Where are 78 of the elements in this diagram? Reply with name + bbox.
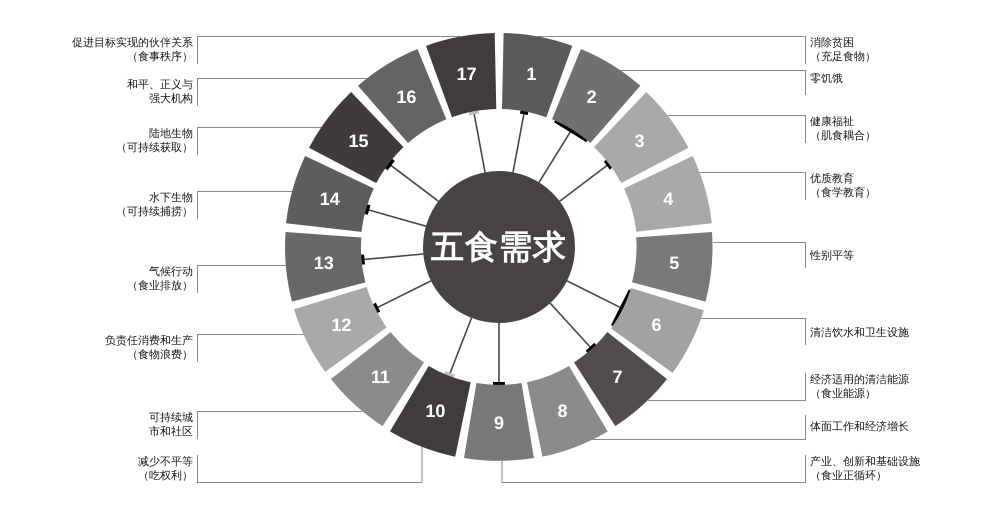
label-bracket [805,242,854,268]
leader-line [198,127,322,128]
goal-number: 3 [634,132,644,150]
goal-note: （食业能源） [810,387,877,401]
leader-line [198,334,304,335]
goal-number: 9 [494,414,504,432]
label-bracket [805,415,909,440]
goal-name: 负责任消费和生产 [105,334,193,348]
goal-number: 4 [663,190,674,208]
goal-number: 1 [526,65,536,83]
spoke-line [443,318,472,380]
goal-name: 性别平等 [810,249,854,263]
goal-name: 气候行动 [148,265,193,279]
goal-number: 13 [314,254,334,272]
goal-name: 产业、创新和基础设施 [810,455,920,469]
goal-number: 2 [586,88,597,106]
goal-number: 15 [348,132,369,150]
goal-note: （食学教育） [810,186,876,200]
goal-number: 14 [320,190,340,208]
leader-line [667,115,806,116]
label-bracket [138,455,198,483]
goal-name: 陆地生物 [148,127,193,141]
leader-line [700,318,806,319]
spoke-line [550,302,598,356]
label-bracket [805,318,909,345]
goal-name: 经济适用的清洁能源 [810,373,909,387]
goal-name: 优质教育 [810,172,854,186]
leader-line [712,242,806,243]
goal-number: 7 [612,368,623,386]
leader-line [198,411,363,412]
goal-number: 17 [456,64,477,83]
goal-name: 体面工作和经济增长 [810,420,909,434]
leader-line [699,172,806,173]
leader-line [648,400,806,401]
leader-line [537,36,806,37]
goal-note: （食业排放） [127,279,193,293]
hub-circle: 五食需求 [423,171,575,323]
leader-line [198,446,422,483]
leader-line [592,439,806,440]
spoke-line [370,280,432,314]
goal-name: 减少不平等 [138,455,193,469]
goal-number: 11 [370,368,390,386]
goal-note: （可持续捕捞） [116,205,193,219]
goal-name: 水下生物 [148,191,193,205]
goal-note: （充足食物） [810,50,876,64]
goal-number: 10 [425,402,446,420]
goal-note: （食事秩序） [126,50,193,64]
goal-name: 健康福祉 [810,115,855,129]
goal-note: （可持续获取） [116,141,193,155]
spoke-line [358,253,424,265]
label-bracket [805,455,920,483]
goal-name: 促进目标实现的伙伴关系 [72,36,193,50]
goal-number: 6 [652,316,662,334]
spoke-line [362,204,426,227]
goal-number: 12 [331,316,352,334]
label-bracket [805,373,909,401]
label-bracket [105,334,198,362]
goal-name: 零饥饿 [810,72,843,86]
goal-name: 消除贫困 [810,36,855,50]
goal-note: （肌食耦合） [810,129,876,143]
goal-note: （食物浪费） [126,348,193,362]
spoke-line [382,157,439,202]
goal-number: 5 [669,254,680,272]
goal-note: （吃权利） [138,469,193,483]
goal-name: 和平、正义与强大机构 [127,78,193,106]
goal-number: 8 [558,402,568,420]
goal-note: （食业正循环） [810,469,888,483]
leader-line [198,265,286,266]
goal-name: 清洁饮水和卫生设施 [810,326,909,340]
goal-number: 16 [396,88,416,106]
leader-line [620,70,806,71]
leader-line [198,78,368,79]
leader-line [198,191,293,192]
label-bracket [805,70,843,95]
goal-name: 可持续城市和社区 [149,411,193,439]
leader-line [198,36,461,37]
label-bracket [72,36,198,64]
leader-line [502,460,806,483]
